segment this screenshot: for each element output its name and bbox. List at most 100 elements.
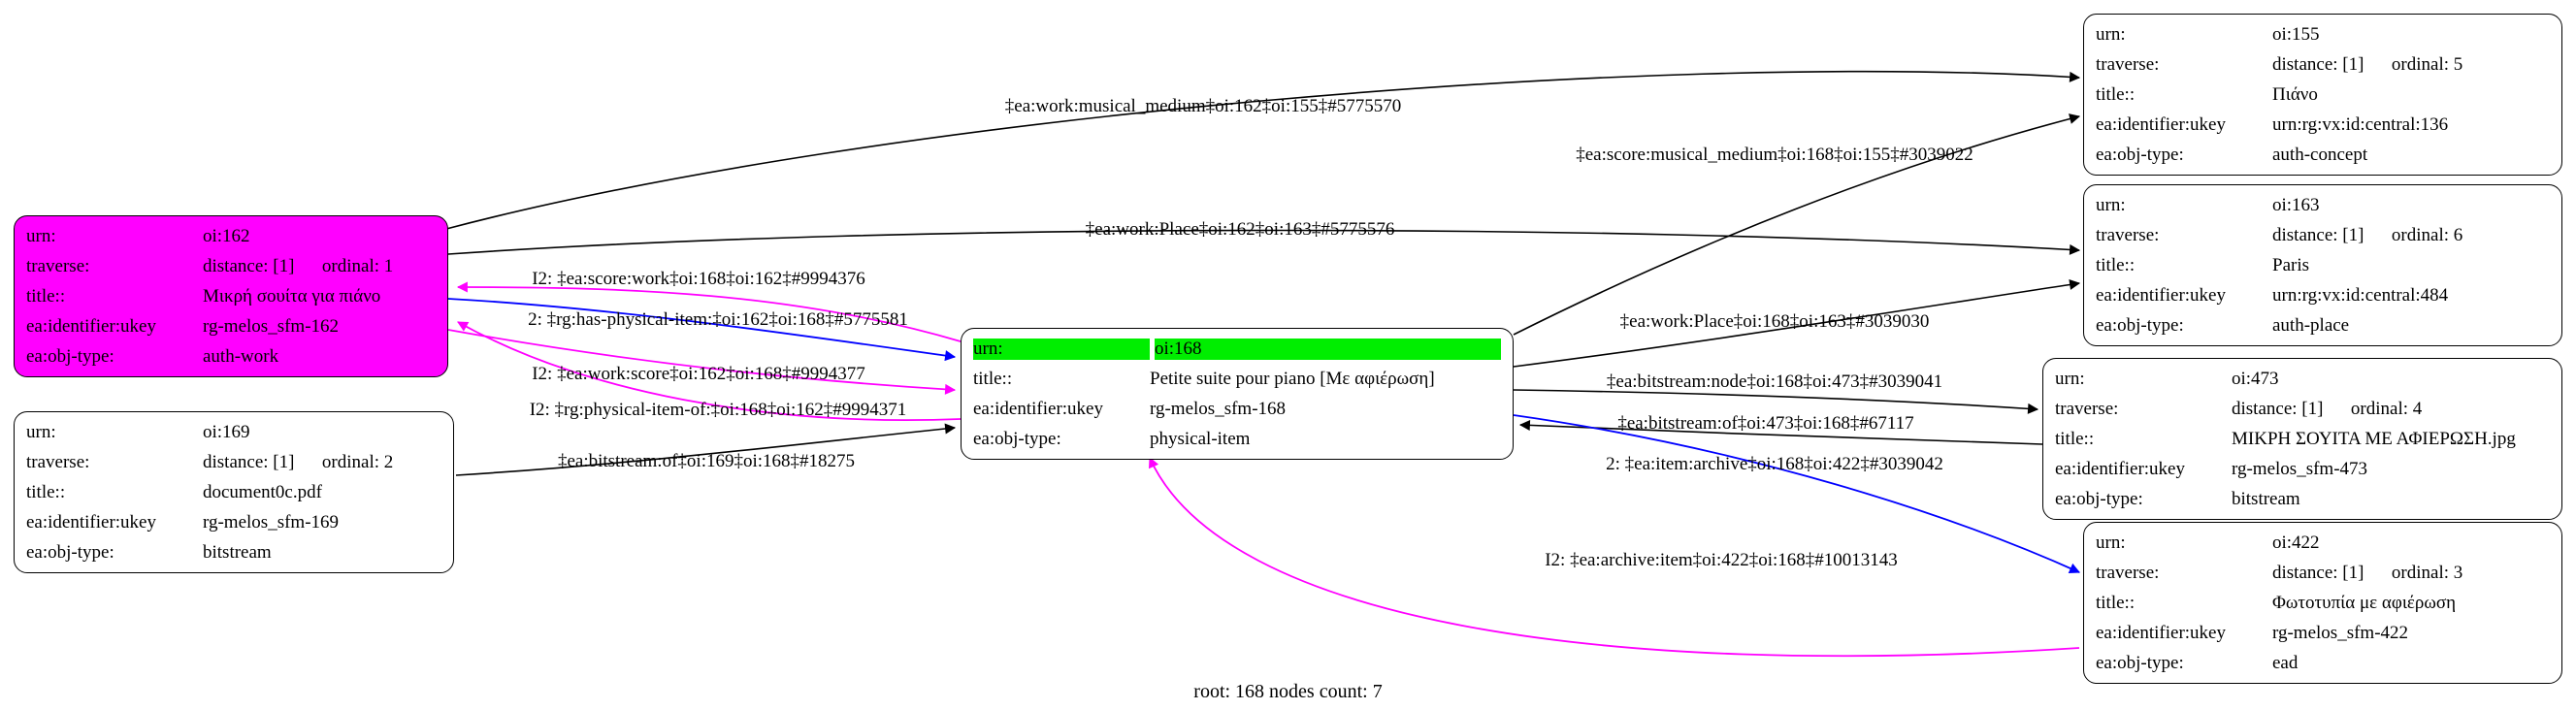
edge-label-score-work-inverse: I2: ‡ea:score:work‡oi:168‡oi:162‡#999437… xyxy=(532,269,865,289)
node-oi-155[interactable]: urn:oi:155 traverse: distance: [1] ordina… xyxy=(2083,14,2562,176)
field-value: ΜΙΚΡΗ ΣΟΥΙΤΑ ΜΕ ΑΦΙΕΡΩΣΗ.jpg xyxy=(2232,428,2516,449)
field-value: urn:rg:vx:id:central:484 xyxy=(2272,284,2449,306)
field-value: distance: [1] ordinal: 2 xyxy=(203,451,394,472)
field-value: rg-melos_sfm-422 xyxy=(2272,622,2409,643)
edge-bitstream-node xyxy=(1513,389,2039,414)
field-key: ea:identifier:ukey xyxy=(2096,284,2226,306)
field-value: oi:155 xyxy=(2272,23,2320,45)
field-value: document0c.pdf xyxy=(203,481,322,502)
node-oi-162[interactable]: urn:oi:162 traverse:distance: [1] ordina… xyxy=(14,215,448,377)
edge-label-bitstream-of-473: ‡ea:bitstream:of‡oi:473‡oi:168‡#67117 xyxy=(1617,413,1914,434)
node-row: urn: oi:473 xyxy=(2043,364,2561,394)
field-key: ea:obj-type: xyxy=(2055,488,2143,509)
field-key: ea:obj-type: xyxy=(2096,314,2184,336)
edge-label-work-score-inverse: I2: ‡ea:work:score‡oi:162‡oi:168‡#999437… xyxy=(532,364,865,384)
field-key: ea:obj-type: xyxy=(26,345,114,367)
field-key: title:: xyxy=(2055,428,2095,449)
field-value: Φωτοτυπία με αφιέρωση xyxy=(2272,592,2457,613)
node-row: traverse: distance: [1] ordinal: 1 xyxy=(15,251,447,281)
node-row: traverse: distance: [1] ordinal: 6 xyxy=(2084,220,2561,250)
field-key: urn: xyxy=(26,225,56,246)
field-value: Μικρή σουίτα για πιάνο xyxy=(203,285,381,307)
node-row: traverse: distance: [1] ordinal: 5 xyxy=(2084,49,2561,80)
node-row: ea:obj-type: auth-place xyxy=(2084,310,2561,340)
field-value: oi:163 xyxy=(2272,194,2320,215)
field-value: distance: [1] ordinal: 1 xyxy=(203,255,394,276)
field-key: traverse: xyxy=(2055,398,2119,419)
edge-label-item-archive: 2: ‡ea:item:archive‡oi:168‡oi:422‡#30390… xyxy=(1606,454,1943,474)
field-value: auth-concept xyxy=(2272,144,2368,165)
field-value: bitstream xyxy=(2232,488,2300,509)
field-value: distance: [1] ordinal: 6 xyxy=(2272,224,2463,245)
graph-caption: root: 168 nodes count: 7 xyxy=(1193,681,1383,702)
node-row: ea:obj-type: auth-work xyxy=(15,341,447,371)
edge-label-physical-item-of-inverse: I2: ‡rg:physical-item-of:‡oi:168‡oi:162‡… xyxy=(529,400,907,420)
field-key: traverse: xyxy=(2096,53,2160,75)
field-key: title:: xyxy=(26,481,66,502)
field-key: title:: xyxy=(2096,254,2136,275)
field-key: ea:identifier:ukey xyxy=(2096,113,2226,135)
field-key: urn: xyxy=(2096,532,2126,553)
field-value: distance: [1] ordinal: 4 xyxy=(2232,398,2423,419)
field-key: ea:identifier:ukey xyxy=(2055,458,2185,479)
field-key: ea:identifier:ukey xyxy=(2096,622,2226,643)
node-row: title::Paris xyxy=(2084,250,2561,280)
node-row: ea:obj-type:physical-item xyxy=(962,424,1513,454)
node-row: ea:obj-type:bitstream xyxy=(15,537,453,567)
field-value: rg-melos_sfm-169 xyxy=(203,511,340,532)
field-value: Paris xyxy=(2272,254,2309,275)
node-row-highlighted: urn:oi:168 xyxy=(962,334,1513,364)
node-oi-169[interactable]: urn:oi:169 traverse: distance: [1] ordina… xyxy=(14,411,454,573)
field-key: ea:obj-type: xyxy=(973,428,1061,449)
field-key: ea:identifier:ukey xyxy=(26,315,156,337)
field-key: ea:identifier:ukey xyxy=(973,398,1103,419)
field-value: oi:422 xyxy=(2272,532,2320,553)
edge-label-work-place-162-163: ‡ea:work:Place‡oi:162‡oi:163‡#5775576 xyxy=(1085,219,1395,240)
node-row: traverse: distance: [1] ordinal: 4 xyxy=(2043,394,2561,424)
field-value: bitstream xyxy=(203,541,272,563)
edge-label-archive-item-inverse: I2: ‡ea:archive:item‡oi:422‡oi:168‡#1001… xyxy=(1545,550,1898,570)
field-key: traverse: xyxy=(26,451,90,472)
node-row: urn: oi:422 xyxy=(2084,528,2561,558)
node-row: ea:identifier:ukey rg-melos_sfm-473 xyxy=(2043,454,2561,484)
node-row: ea:identifier:ukey rg-melos_sfm-422 xyxy=(2084,618,2561,648)
field-key: title:: xyxy=(26,285,66,307)
field-key: traverse: xyxy=(2096,224,2160,245)
field-value: distance: [1] ordinal: 3 xyxy=(2272,562,2463,583)
node-row: traverse: distance: [1] ordinal: 3 xyxy=(2084,558,2561,588)
node-row: title::Petite suite pour piano [Με αφιέρ… xyxy=(962,364,1513,394)
field-value: oi:168 xyxy=(1155,338,1501,360)
field-value: auth-work xyxy=(203,345,279,367)
field-value: oi:473 xyxy=(2232,368,2279,389)
field-key: urn: xyxy=(2096,194,2126,215)
field-key: traverse: xyxy=(26,255,90,276)
edge-label-score-musical-medium: ‡ea:score:musical_medium‡oi:168‡oi:155‡#… xyxy=(1576,145,1973,165)
field-key: ea:obj-type: xyxy=(2096,652,2184,673)
node-oi-163[interactable]: urn: oi:163 traverse: distance: [1] ordina… xyxy=(2083,184,2562,346)
node-oi-422[interactable]: urn: oi:422 traverse: distance: [1] ordina… xyxy=(2083,522,2562,684)
node-row: urn:oi:155 xyxy=(2084,19,2561,49)
field-value: urn:rg:vx:id:central:136 xyxy=(2272,113,2449,135)
node-row: title::ΜΙΚΡΗ ΣΟΥΙΤΑ ΜΕ ΑΦΙΕΡΩΣΗ.jpg xyxy=(2043,424,2561,454)
node-row: title::Φωτοτυπία με αφιέρωση xyxy=(2084,588,2561,618)
field-value: rg-melos_sfm-168 xyxy=(1150,398,1287,419)
node-row: ea:obj-type: ead xyxy=(2084,648,2561,678)
edge-label-work-place-168-163: ‡ea:work:Place‡oi:168‡oi:163‡#3039030 xyxy=(1619,311,1930,332)
field-key: ea:identifier:ukey xyxy=(26,511,156,532)
field-value: auth-place xyxy=(2272,314,2350,336)
node-row: traverse: distance: [1] ordinal: 2 xyxy=(15,447,453,477)
node-row: urn: oi:163 xyxy=(2084,190,2561,220)
edge-label-bitstream-node: ‡ea:bitstream:node‡oi:168‡oi:473‡#303904… xyxy=(1606,371,1943,392)
node-row: title::document0c.pdf xyxy=(15,477,453,507)
field-value: ead xyxy=(2272,652,2299,673)
field-key: urn: xyxy=(2055,368,2085,389)
field-key: traverse: xyxy=(2096,562,2160,583)
node-row: ea:obj-type:auth-concept xyxy=(2084,140,2561,170)
field-value: rg-melos_sfm-473 xyxy=(2232,458,2368,479)
node-oi-473[interactable]: urn: oi:473 traverse: distance: [1] ordina… xyxy=(2042,358,2562,520)
node-row: urn:oi:169 xyxy=(15,417,453,447)
node-oi-168[interactable]: urn:oi:168 title::Petite suite pour pian… xyxy=(961,328,1514,460)
field-value: distance: [1] ordinal: 5 xyxy=(2272,53,2463,75)
node-row: ea:identifier:ukey urn:rg:vx:id:central:4… xyxy=(2084,280,2561,310)
